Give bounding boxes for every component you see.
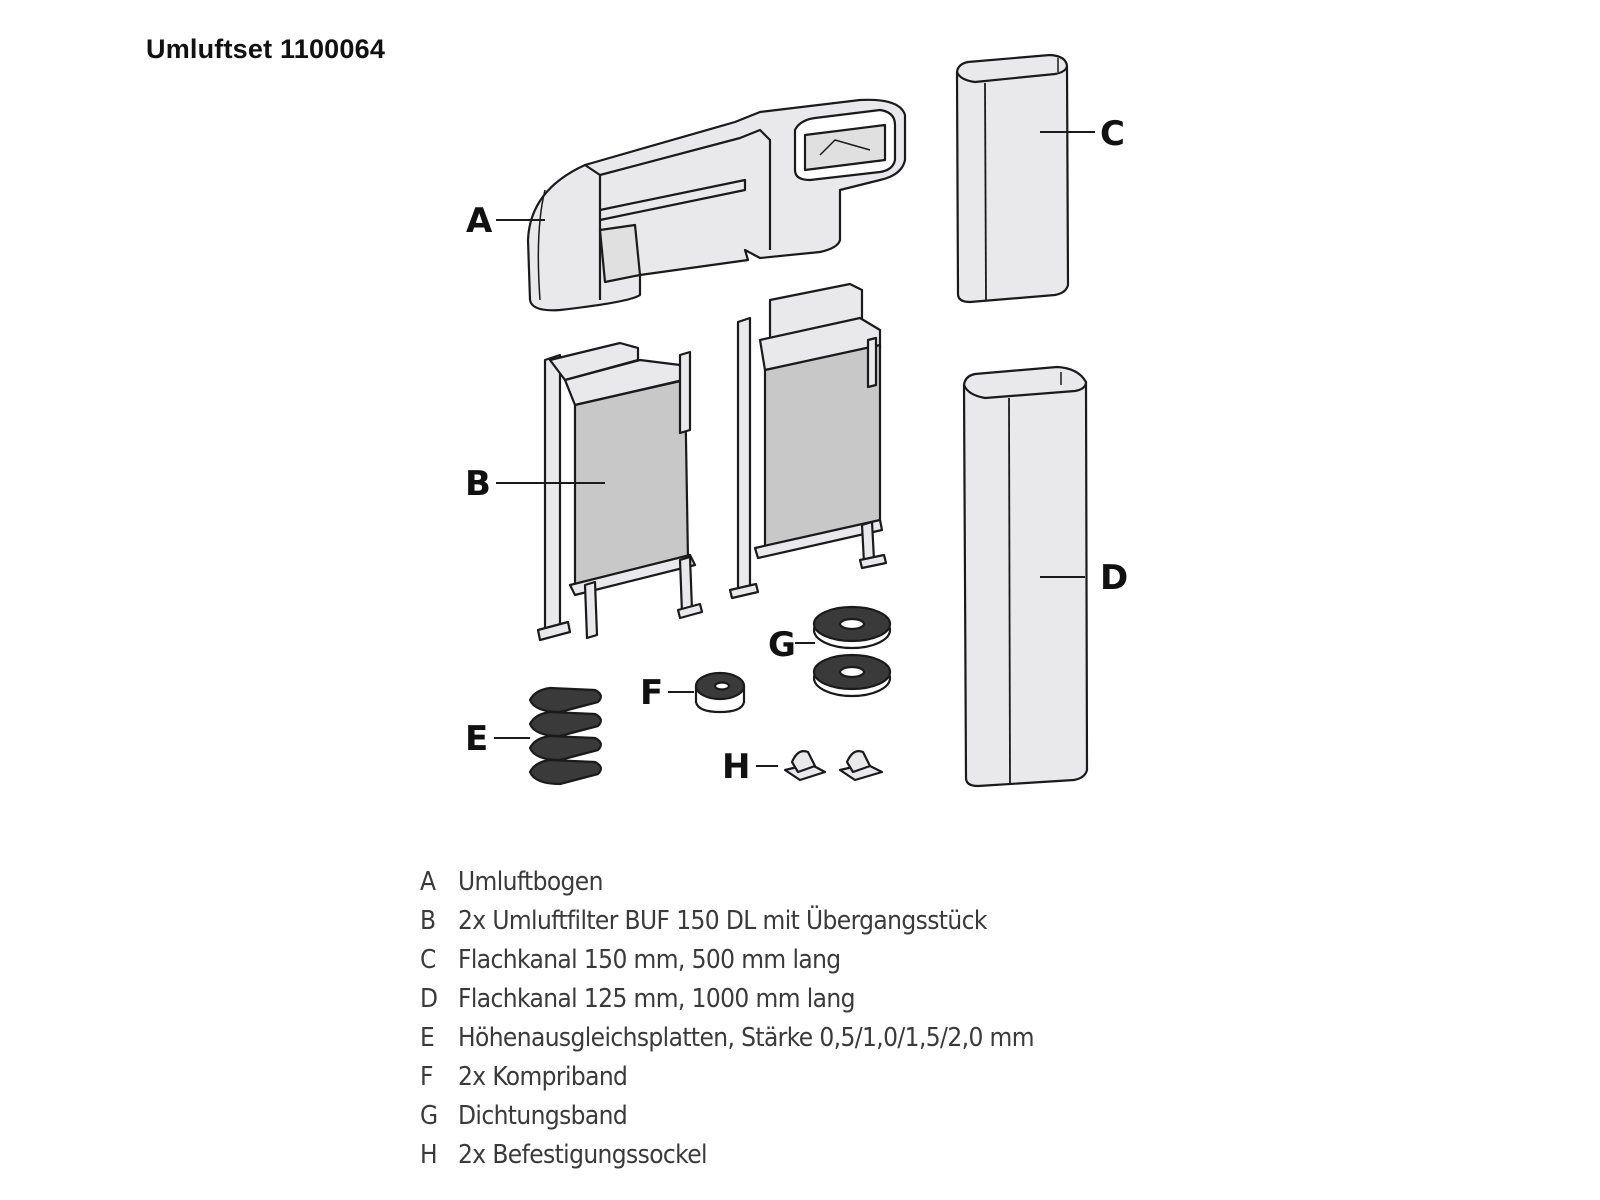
part-letter: D — [420, 983, 438, 1014]
part-description: 2x Umluftfilter BUF 150 DL mit Übergangs… — [458, 905, 987, 936]
part-h-befestigungssockel — [783, 750, 884, 782]
parts-list-item: E Höhenausgleichsplatten, Stärke 0,5/1,0/… — [420, 1018, 1035, 1057]
part-g-dichtungsband — [812, 605, 892, 698]
part-a-umluftbogen — [526, 98, 907, 312]
callout-d: D — [1100, 558, 1128, 598]
part-letter: G — [420, 1100, 438, 1131]
part-d-flachkanal-125 — [962, 365, 1089, 788]
part-c-flachkanal-150 — [955, 53, 1070, 304]
callout-g: G — [768, 625, 796, 665]
part-f-kompriband — [694, 671, 746, 714]
part-letter: B — [420, 905, 436, 936]
part-description: Umluftbogen — [458, 866, 603, 897]
callout-f: F — [640, 673, 663, 713]
parts-list-item: D Flachkanal 125 mm, 1000 mm lang — [420, 979, 1034, 1018]
part-description: Dichtungsband — [458, 1100, 628, 1131]
part-description: Höhenausgleichsplatten, Stärke 0,5/1,0/1… — [458, 1022, 1035, 1053]
callout-e: E — [465, 719, 488, 759]
callout-b: B — [465, 464, 491, 504]
callout-h: H — [722, 747, 750, 787]
parts-list-item: H 2x Befestigungssockel — [420, 1135, 1034, 1174]
part-letter: F — [420, 1061, 433, 1092]
parts-list-item: B 2x Umluftfilter BUF 150 DL mit Übergang… — [420, 901, 1034, 940]
part-letter: C — [420, 944, 436, 975]
part-b-umluftfilter-1 — [536, 341, 704, 642]
parts-list-item: C Flachkanal 150 mm, 500 mm lang — [420, 940, 1034, 979]
part-description: Flachkanal 125 mm, 1000 mm lang — [458, 983, 855, 1014]
part-letter: H — [420, 1139, 438, 1170]
page-title: Umluftset 1100064 — [146, 34, 386, 64]
part-letter: E — [420, 1022, 435, 1053]
leader-lines — [494, 131, 1095, 767]
parts-list: A Umluftbogen B 2x Umluftfilter BUF 150 DL… — [420, 862, 1035, 1174]
part-description: Flachkanal 150 mm, 500 mm lang — [458, 944, 841, 975]
part-b-umluftfilter-2 — [728, 282, 888, 600]
callout-a: A — [466, 201, 493, 241]
part-description: 2x Befestigungssockel — [458, 1139, 707, 1170]
parts-list-item: G Dichtungsband — [420, 1096, 1034, 1135]
part-e-hoehenausgleichsplatten — [528, 686, 602, 786]
callout-c: C — [1100, 114, 1125, 154]
parts-list-item: A Umluftbogen — [420, 862, 1034, 901]
part-description: 2x Kompriband — [458, 1061, 628, 1092]
parts-list-item: F 2x Kompriband — [420, 1057, 1034, 1096]
part-letter: A — [420, 866, 436, 897]
